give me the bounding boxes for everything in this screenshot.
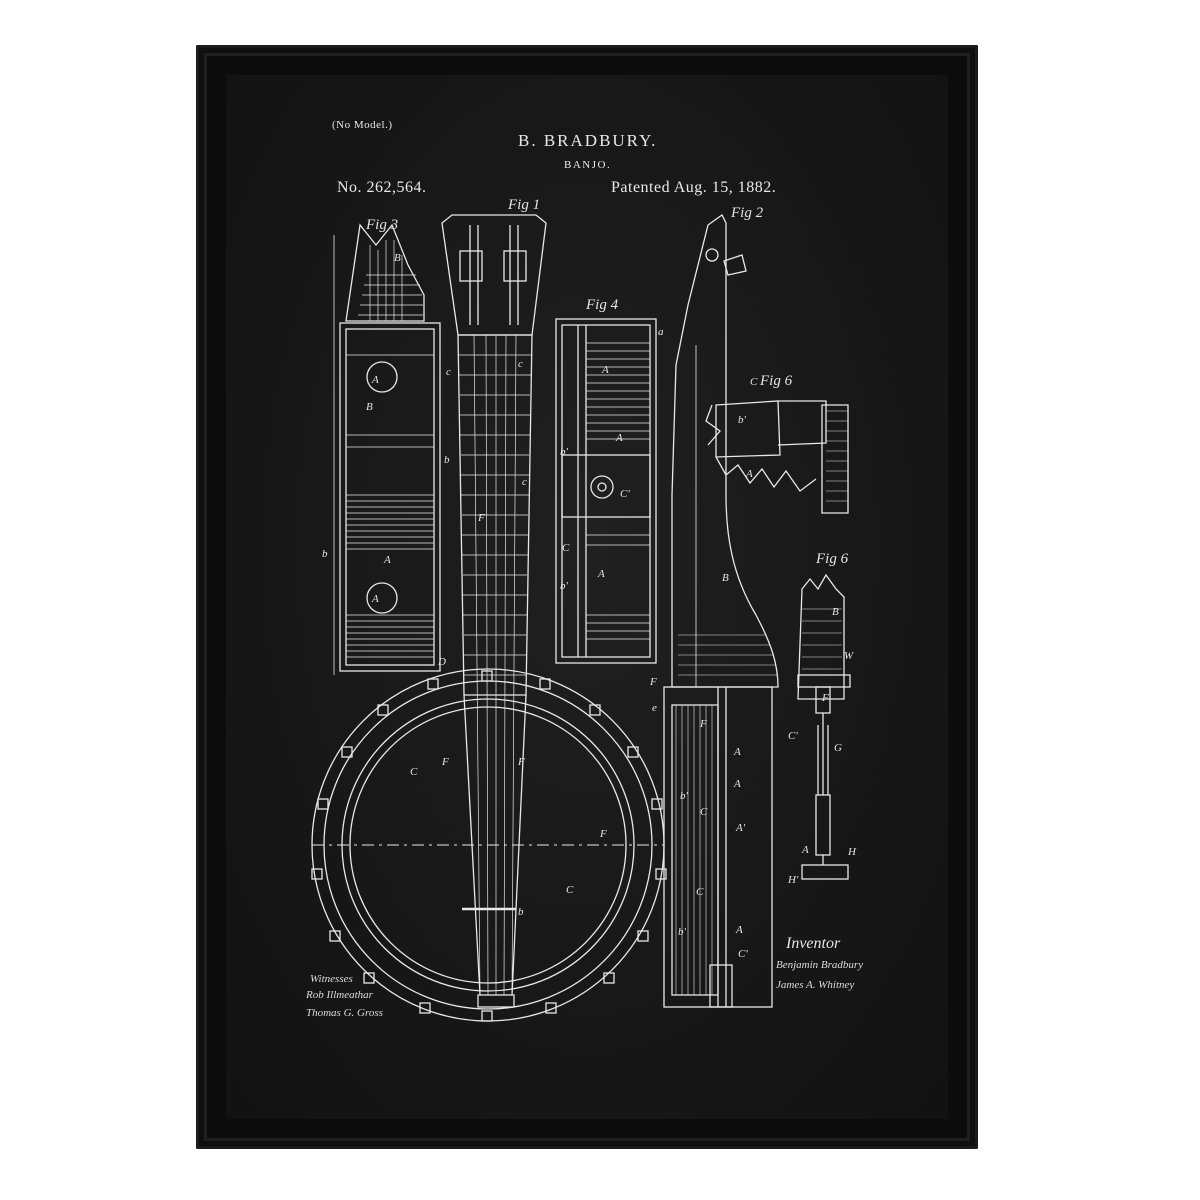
svg-text:A: A — [371, 374, 379, 386]
fig-6-upper-label: Fig 6 — [760, 373, 793, 389]
svg-text:A: A — [735, 924, 743, 936]
svg-text:F: F — [599, 828, 607, 840]
fig-3-label: Fig 3 — [366, 217, 399, 233]
svg-text:a: a — [658, 326, 664, 338]
figure-6-lower-drawing — [797, 573, 851, 880]
svg-text:C: C — [410, 766, 418, 778]
svg-text:C': C' — [738, 948, 748, 960]
svg-text:A: A — [745, 468, 753, 480]
svg-text:b': b' — [738, 414, 747, 426]
svg-text:F: F — [477, 512, 485, 524]
svg-text:A: A — [733, 778, 741, 790]
svg-text:H': H' — [787, 874, 799, 886]
svg-text:c: c — [522, 476, 527, 488]
svg-text:C: C — [696, 886, 704, 898]
svg-text:b': b' — [560, 446, 569, 458]
witness-2-signature: Thomas G. Gross — [306, 1007, 383, 1019]
svg-text:A: A — [801, 844, 809, 856]
svg-text:W: W — [844, 650, 854, 662]
svg-text:b': b' — [560, 580, 569, 592]
svg-text:c: c — [518, 358, 523, 370]
inventor-title: B. BRADBURY. — [518, 131, 658, 150]
svg-text:e: e — [652, 702, 657, 714]
witnesses-label: Witnesses — [310, 973, 353, 985]
fig-2-label: Fig 2 — [731, 205, 764, 221]
svg-text:A: A — [601, 364, 609, 376]
svg-text:A: A — [383, 554, 391, 566]
svg-text:b: b — [518, 906, 524, 918]
strings — [473, 334, 517, 996]
svg-text:b: b — [444, 454, 450, 466]
patent-print: (No Model.) B. BRADBURY. BANJO. No. 262,… — [226, 75, 948, 1119]
attorney-signature: James A. Whitney — [776, 979, 855, 991]
svg-text:C: C — [750, 376, 758, 388]
svg-text:C: C — [562, 542, 570, 554]
svg-text:B: B — [832, 606, 839, 618]
svg-text:A: A — [733, 746, 741, 758]
figure-3-drawing — [333, 223, 441, 675]
model-note: (No Model.) — [332, 119, 393, 131]
svg-text:F: F — [441, 756, 449, 768]
frets — [459, 354, 531, 676]
brackets — [311, 670, 667, 1022]
figure-4-drawing — [555, 318, 657, 664]
inventor-label: Inventor — [786, 935, 841, 952]
patent-date: Patented Aug. 15, 1882. — [611, 179, 777, 196]
svg-text:b': b' — [678, 926, 687, 938]
svg-text:F: F — [649, 676, 657, 688]
svg-text:C: C — [700, 806, 708, 818]
patent-number: No. 262,564. — [337, 179, 427, 196]
fig-4-label: Fig 4 — [586, 297, 619, 313]
svg-text:C': C' — [620, 488, 630, 500]
svg-text:B: B — [394, 252, 401, 264]
svg-text:D: D — [437, 656, 446, 668]
svg-text:A: A — [597, 568, 605, 580]
inventor-signature: Benjamin Bradbury — [776, 959, 864, 971]
svg-text:A': A' — [735, 822, 746, 834]
svg-text:H: H — [847, 846, 857, 858]
svg-text:B: B — [722, 572, 729, 584]
svg-text:F: F — [821, 692, 829, 704]
svg-text:c: c — [446, 366, 451, 378]
subject-title: BANJO. — [564, 159, 612, 171]
svg-text:F: F — [699, 718, 707, 730]
svg-text:b: b — [322, 548, 328, 560]
svg-text:b': b' — [680, 790, 689, 802]
svg-text:A: A — [615, 432, 623, 444]
banjo-patent-drawing: AA BB bA Dc bF cc CF FF Cb AA b'C' CA b'… — [311, 214, 857, 1022]
figure-2-drawing — [663, 214, 779, 1008]
fig-1-label: Fig 1 — [508, 197, 541, 213]
fig-6-lower-label: Fig 6 — [816, 551, 849, 567]
witness-1-signature: Rob Illmeathar — [306, 989, 373, 1001]
svg-text:C': C' — [788, 730, 798, 742]
svg-text:G: G — [834, 742, 842, 754]
figure-6-upper-drawing — [705, 400, 849, 514]
svg-text:C: C — [566, 884, 574, 896]
svg-text:A: A — [371, 593, 379, 605]
svg-text:F: F — [517, 756, 525, 768]
figure-1-drawing — [311, 214, 667, 1022]
svg-text:B: B — [366, 401, 373, 413]
